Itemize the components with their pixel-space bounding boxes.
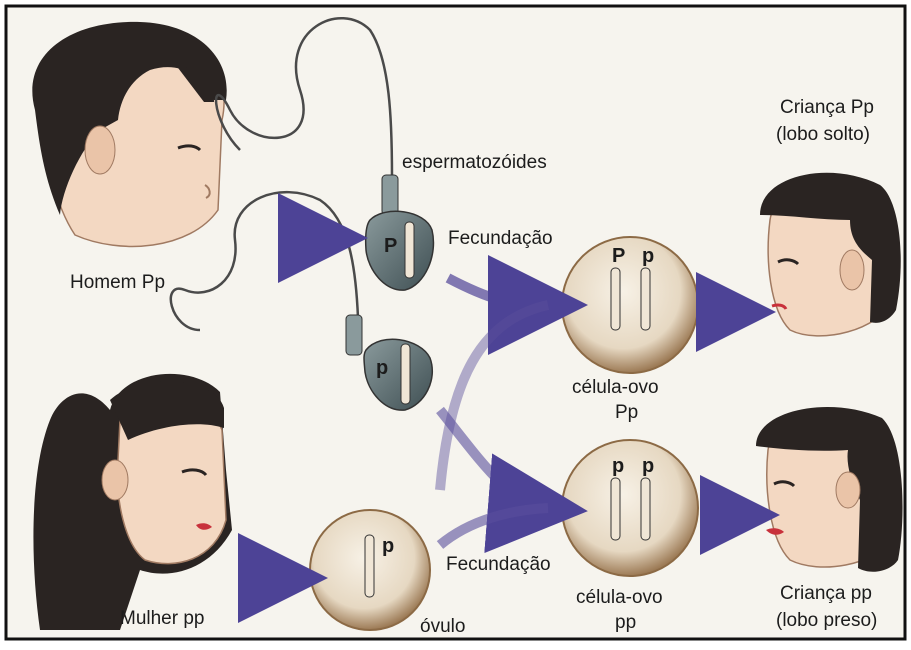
zygote-top-allele-left: P xyxy=(612,245,625,267)
child-top-trait: (lobo solto) xyxy=(776,124,870,145)
egg-cell: p xyxy=(310,510,430,630)
zygote-bottom-allele-left: p xyxy=(612,455,624,477)
child-top-illustration xyxy=(760,173,901,336)
zygote-top-genotype: Pp xyxy=(615,402,638,423)
egg-allele: p xyxy=(382,535,394,557)
man-label: Homem Pp xyxy=(70,272,165,293)
child-bottom-label: Criança pp xyxy=(780,583,872,604)
zygote-bottom: p p xyxy=(562,440,698,576)
zygote-top-label: célula-ovo xyxy=(572,377,659,398)
child-top-label: Criança Pp xyxy=(780,97,874,118)
zygote-top-allele-right: p xyxy=(642,245,654,267)
zygote-top: P p xyxy=(562,237,698,373)
zygote-bottom-genotype: pp xyxy=(615,612,636,633)
sperm-label: espermatozóides xyxy=(402,152,547,173)
fertilization-bottom-label: Fecundação xyxy=(446,554,551,575)
fertilization-top-label: Fecundação xyxy=(448,228,553,249)
sperm-top-allele: P xyxy=(384,235,397,257)
zygote-bottom-label: célula-ovo xyxy=(576,587,663,608)
woman-label: Mulher pp xyxy=(120,608,205,629)
zygote-bottom-allele-right: p xyxy=(642,455,654,477)
egg-label: óvulo xyxy=(420,616,465,637)
sperm-bottom-allele: p xyxy=(376,357,388,379)
child-bottom-trait: (lobo preso) xyxy=(776,610,877,631)
